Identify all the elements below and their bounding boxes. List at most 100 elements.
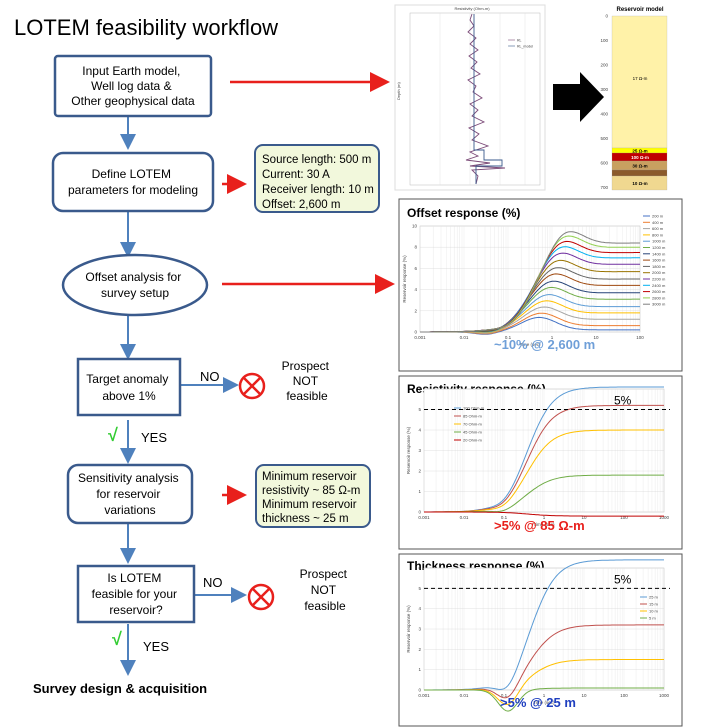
resistivity-response-chart: Resistivity response (%) 0.0010.010.1110… [398,375,683,550]
result-min-thickness-label: Minimum reservoir [262,499,357,511]
y-tick-label: 3 [418,627,421,632]
x-tick-label: 0.001 [418,515,430,520]
y-tick-label: 2 [414,308,417,313]
x-tick-label: 100 [620,515,628,520]
legend-entry: 45 Ohm-m [463,430,483,435]
y-tick-label: 4 [414,287,417,292]
y-tick-label: 2 [418,647,421,652]
offset-series-14 [420,231,640,333]
x-tick-label: 0.001 [414,335,426,340]
x-tick-label: 1000 [659,515,670,520]
legend-entry: 3000 m [652,302,666,307]
x-tick-label: 10 [581,515,587,520]
x-axis-label: Time (sec) [519,342,541,347]
no-label-2: NO [203,575,223,590]
sens-label-line2: for reservoir [96,487,160,501]
legend-entry: 1400 m [652,251,666,256]
x-tick-label: 1 [543,515,546,520]
check-icon: √ [108,425,118,445]
legend-entry: 20 Ohm-m [463,438,483,443]
reservoir-layer-4 [611,169,668,177]
x-tick-label: 1 [543,693,546,698]
reservoir-depth-tick: 500 [600,136,608,141]
input-label-line1: Input Earth model, [82,64,180,78]
y-axis-label: Reservoir response (%) [406,605,411,653]
feas-label-line2: feasible for your [92,587,177,601]
x-tick-label: 1000 [659,693,670,698]
legend-entry: 15 m [649,602,659,607]
x-tick-label: 10 [581,693,587,698]
feas-label-line3: reservoir? [109,603,163,617]
well-log-model [473,14,503,184]
svg-text:Minimum reservoir resist: Minimum reservoir resistivity ~ 85 Ω-m M… [262,471,364,525]
well-log-legend-rl: RL [517,39,522,43]
svg-text:Is LOTEM feasible for yo: Is LOTEM feasible for your reservoir? [92,571,181,617]
target-label-line2: above 1% [102,389,156,403]
x-tick-label: 100 [620,693,628,698]
sens-label-line1: Sensitivity analysis [78,471,179,485]
svg-text:Source length: 500 m Cur: Source length: 500 m Current: 30 A Recei… [262,154,377,211]
resistivity-annotation: >5% @ 85 Ω-m [494,518,585,533]
y-axis-label: Reservoir response (%) [406,426,411,474]
sensitivity-results-box: Minimum reservoir resistivity ~ 85 Ω-m M… [255,464,371,528]
sens-label-line3: variations [104,503,155,517]
x-tick-label: 0.1 [501,515,508,520]
model-arrow-icon [553,72,604,122]
result-min-resistivity-label: Minimum reservoir [262,471,357,483]
x-tick-label: 1 [551,335,554,340]
well-log-ylabel: Depth (m) [396,82,401,100]
svg-text:Target anomaly above 1%: Target anomaly above 1% [86,372,171,403]
result-min-thickness-value: thickness ~ 25 m [262,513,349,525]
svg-text:Prospect NOT feasible: Prospect NOT feasible [282,359,333,403]
y-tick-label: 5 [418,407,421,412]
prospect-feasible-label-1: feasible [286,389,328,403]
legend-entry: 25 m [649,595,659,600]
final-step: Survey design & acquisition [33,681,207,696]
legend-entry: 2800 m [652,295,666,300]
input-box: Input Earth model, Well log data & Other… [53,54,213,118]
reservoir-layer-label-3: 30 Ω-m [632,164,647,169]
param-current: Current: 30 A [262,169,330,181]
threshold-label: 5% [614,394,632,408]
reservoir-depth-tick: 100 [600,38,608,43]
y-tick-label: 6 [418,566,421,571]
reservoir-layer-label-2: 100 Ω-m [631,155,649,160]
reservoir-layer-0 [611,15,668,149]
y-tick-label: 0 [414,330,417,335]
offset-annotation: ~10% @ 2,600 m [494,337,595,352]
legend-entry: 1200 m [652,245,666,250]
define-label-line1: Define LOTEM [92,167,171,181]
thickness-series-3 [424,687,664,712]
svg-text:Sensitivity analysis for: Sensitivity analysis for reservoir varia… [78,471,182,517]
y-tick-label: 0 [418,510,421,515]
prospect-feasible-label-2: feasible [304,599,346,613]
target-anomaly-box: Target anomaly above 1% [76,357,182,417]
svg-text:Offset analysis for surv: Offset analysis for survey setup [85,270,184,300]
y-tick-label: 1 [418,489,421,494]
y-tick-label: 8 [414,245,417,250]
yes-label-1: YES [141,430,167,445]
not-feasible-icon [238,372,266,400]
y-tick-label: 2 [418,469,421,474]
threshold-label: 5% [614,572,632,586]
offset-chart-title: Offset response (%) [407,206,520,220]
y-tick-label: 10 [412,224,418,229]
legend-entry: 800 m [652,232,664,237]
offset-label-line1: Offset analysis for [85,270,181,284]
legend-entry: 200 m [652,214,664,219]
define-params-box: Define LOTEM parameters for modeling [51,151,215,213]
input-label-line2: Well log data & [91,79,172,93]
reservoir-depth-tick: 0 [605,14,608,19]
x-tick-label: 0.01 [460,515,469,520]
y-tick-label: 3 [418,448,421,453]
check-icon-2: √ [112,629,122,649]
reservoir-layer-5 [611,175,668,191]
reservoir-depth-tick: 300 [600,87,608,92]
x-tick-label: 0.1 [501,693,508,698]
